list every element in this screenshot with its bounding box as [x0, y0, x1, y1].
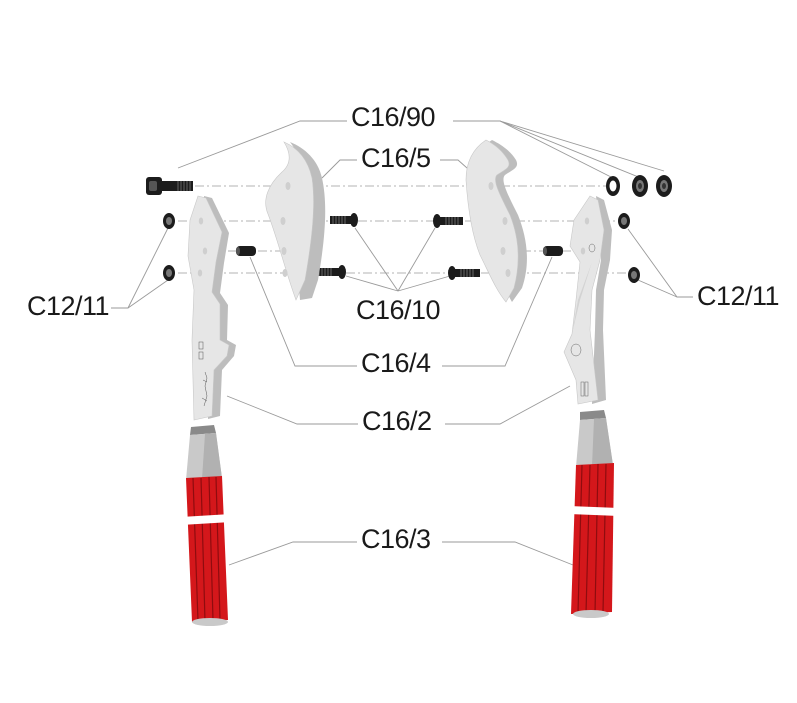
- blade-screw-icon: [330, 213, 358, 227]
- nut-icon: [163, 213, 175, 229]
- hook-blade-right: [465, 139, 527, 303]
- part-label-c16-3: C16/3: [359, 524, 433, 554]
- part-label-c16-10: C16/10: [354, 295, 443, 325]
- blade-screw-icon: [433, 214, 463, 228]
- hook-blade-left: [265, 141, 326, 301]
- part-label-c16-90: C16/90: [349, 102, 438, 132]
- engraving-icon: [198, 341, 208, 407]
- part-label-c12-11-right: C12/11: [695, 281, 782, 311]
- handle-left: [181, 425, 231, 626]
- nut-icon: [628, 267, 640, 283]
- blade-screw-icon: [316, 265, 346, 279]
- washer-icon: [606, 176, 620, 196]
- spacer-pin-icon: [236, 246, 256, 256]
- pivot-nut-icon: [632, 175, 648, 197]
- part-label-c16-4: C16/4: [359, 348, 433, 378]
- handle-right: [569, 410, 619, 618]
- nut-icon: [618, 213, 630, 229]
- blade-screw-icon: [448, 266, 480, 280]
- part-label-c16-5: C16/5: [359, 143, 433, 173]
- main-arm-left: [187, 195, 236, 421]
- pivot-nut-icon: [656, 175, 672, 197]
- pivot-bolt-icon: [146, 177, 193, 195]
- part-label-c12-11-left: C12/11: [25, 291, 112, 321]
- nut-icon: [163, 265, 175, 281]
- main-arm-right: [563, 195, 612, 405]
- assembly-axes: [178, 185, 630, 274]
- engraving-icon: [570, 243, 596, 397]
- part-label-c16-2: C16/2: [360, 406, 434, 436]
- spacer-pin-icon: [543, 246, 563, 256]
